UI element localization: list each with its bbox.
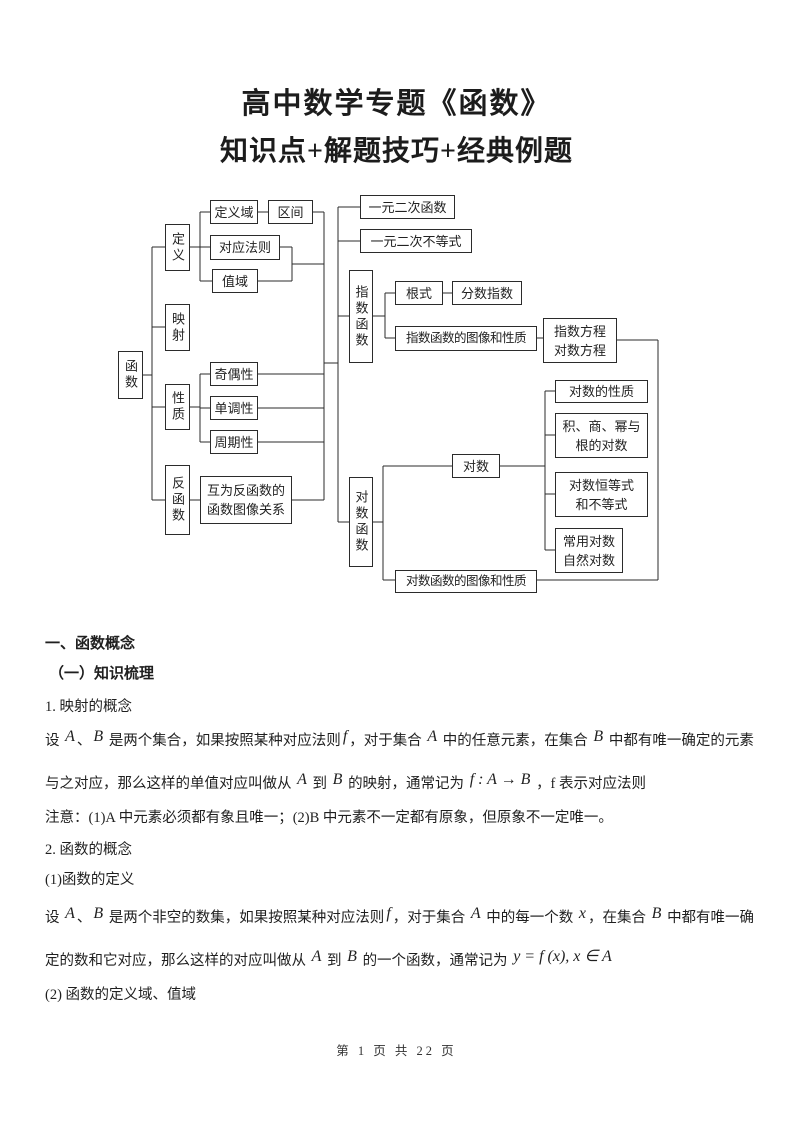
node-quadratic-inequality: 一元二次不等式 <box>360 229 472 253</box>
node-log-graph-properties: 对数函数的图像和性质 <box>395 570 537 593</box>
section-heading-2: （一）知识梳理 <box>49 666 155 682</box>
node-log-properties: 对数的性质 <box>555 380 648 403</box>
math-var-B: B <box>93 728 104 745</box>
node-range: 值域 <box>212 269 258 293</box>
text-run: ，对于集合 <box>349 733 426 749</box>
math-var-B: B <box>332 771 343 788</box>
text-run: 、 <box>76 910 92 926</box>
text-run: 的映射，通常记为 <box>344 776 468 792</box>
math-var-A: A <box>65 905 75 922</box>
node-exp-log-equations: 指数方程 对数方程 <box>543 318 617 363</box>
list-item-function-concept: 2. 函数的概念 <box>45 842 132 858</box>
node-function: 函数 <box>118 351 143 399</box>
math-var-f: f <box>386 905 391 922</box>
text-run: 到 <box>308 776 331 792</box>
node-exp-graph-properties: 指数函数的图像和性质 <box>395 326 537 351</box>
node-logarithmic-function: 对数函数 <box>349 477 373 567</box>
node-log-identity-inequality: 对数恒等式 和不等式 <box>555 472 648 517</box>
page-footer: 第 1 页 共 22 页 <box>336 1044 457 1058</box>
list-item-function-definition: (1)函数的定义 <box>45 872 135 888</box>
text-run: 设 <box>45 733 64 749</box>
math-var-x: x <box>578 905 587 922</box>
math-formula-y-equals-fx: y = f (x), x ∈ A <box>513 948 612 965</box>
math-var-A: A <box>297 771 307 788</box>
section-heading-1: 一、函数概念 <box>45 636 136 652</box>
node-common-natural-log: 常用对数 自然对数 <box>555 528 623 573</box>
math-var-A: A <box>311 948 322 965</box>
text-run: 设 <box>45 910 64 926</box>
math-var-A: A <box>470 905 481 922</box>
node-inverse-graph-relation: 互为反函数的 函数图像关系 <box>200 476 292 524</box>
paragraph-note: 注意：(1)A 中元素必须都有象且唯一；(2)B 中元素不一定都有原象，但原象不… <box>45 810 613 826</box>
text-run: 的一个函数，通常记为 <box>358 953 512 969</box>
math-var-A: A <box>427 728 438 745</box>
text-run: 定的数和它对应，那么这样的对应叫做从 <box>45 953 310 969</box>
text-run: 到 <box>323 953 346 969</box>
math-var-B: B <box>651 905 662 922</box>
node-interval: 区间 <box>268 200 313 224</box>
node-product-quotient-log: 积、商、幂与 根的对数 <box>555 413 648 458</box>
text-run: 中的任意元素，在集合 <box>439 733 592 749</box>
text-run: ，f 表示对应法则 <box>532 776 647 792</box>
doc-title-line2: 知识点+解题技巧+经典例题 <box>220 136 573 167</box>
text-run: 中都有唯一确定的元素 <box>605 733 754 749</box>
math-var-f: f <box>342 728 348 745</box>
text-run: ，对于集合 <box>392 910 469 926</box>
node-properties: 性质 <box>165 384 190 430</box>
node-exponential-function: 指数函数 <box>349 270 373 363</box>
text-run: 与之对应，那么这样的单值对应叫做从 <box>45 776 296 792</box>
node-mapping: 映射 <box>165 304 190 351</box>
node-domain: 定义域 <box>210 200 258 224</box>
node-parity: 奇偶性 <box>210 362 258 386</box>
paragraph-function-def-line2: 定的数和它对应，那么这样的对应叫做从 A 到 B 的一个函数，通常记为 y = … <box>45 948 760 972</box>
node-monotonicity: 单调性 <box>210 396 258 420</box>
text-run: 中的每一个数 <box>482 910 577 926</box>
doc-title-line1: 高中数学专题《函数》 <box>241 88 552 120</box>
math-formula-f-A-to-B: f : A → B <box>469 771 531 788</box>
node-definition: 定义 <box>165 224 190 271</box>
text-run: 是两个非空的数集，如果按照某种对应法则 <box>105 910 385 926</box>
node-radical: 根式 <box>395 281 443 305</box>
paragraph-mapping-def-line2: 与之对应，那么这样的单值对应叫做从 A 到 B 的映射，通常记为 f : A →… <box>45 771 760 795</box>
node-fractional-exponent: 分数指数 <box>452 281 522 305</box>
node-correspondence-rule: 对应法则 <box>210 235 280 260</box>
text-run: ，在集合 <box>588 910 650 926</box>
math-var-A: A <box>65 728 75 745</box>
text-run: 是两个集合，如果按照某种对应法则 <box>105 733 341 749</box>
node-logarithm: 对数 <box>452 454 500 478</box>
math-var-B: B <box>593 728 604 745</box>
math-var-B: B <box>347 948 357 965</box>
list-item-mapping-concept: 1. 映射的概念 <box>45 699 132 715</box>
node-inverse-function: 反函数 <box>165 465 190 535</box>
list-item-domain-range: (2) 函数的定义域、值域 <box>45 987 197 1003</box>
node-periodicity: 周期性 <box>210 430 258 454</box>
text-run: 中都有唯一确 <box>663 910 755 926</box>
text-run: 、 <box>76 733 92 749</box>
math-var-B: B <box>93 905 104 922</box>
node-quadratic-function: 一元二次函数 <box>360 195 455 219</box>
